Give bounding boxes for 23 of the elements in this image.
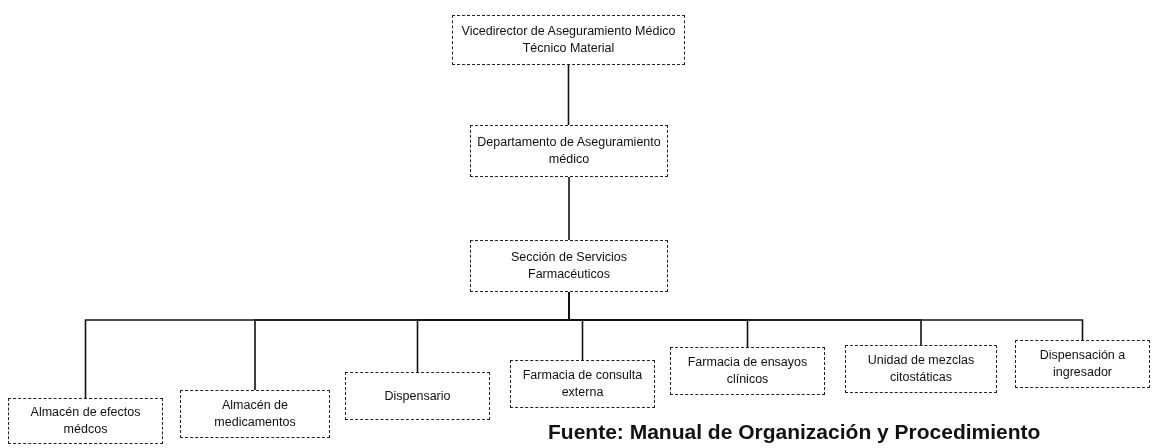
box-label: Sección de Servicios Farmacéuticos — [510, 249, 628, 283]
org-box — [670, 347, 825, 395]
box-label: Farmacia de ensayos clínicos — [686, 354, 809, 388]
box-label: Dispensario — [383, 387, 452, 405]
org-box — [470, 125, 668, 177]
box-label: Unidad de mezclas citostáticas — [866, 352, 976, 386]
box-label: Dispensación a ingresador — [1038, 347, 1127, 381]
box-label: Almacén de medicamentos — [213, 397, 297, 431]
org-box — [345, 372, 490, 420]
box-label: Vicedirector de Aseguramiento Médico Técnico Material — [460, 23, 677, 57]
org-box — [180, 390, 330, 438]
org-box — [452, 15, 685, 65]
org-box — [510, 360, 655, 408]
box-label: Almacén de efectos médcos — [29, 404, 142, 438]
org-box — [8, 398, 163, 444]
connector-line — [567, 64, 570, 126]
org-box — [470, 240, 668, 292]
connector-line — [568, 176, 570, 241]
org-box — [1015, 340, 1150, 388]
source-caption: Fuente: Manual de Organización y Procedimiento — [548, 420, 1041, 444]
org-box — [845, 345, 997, 393]
box-label: Farmacia de consulta externa — [521, 367, 644, 401]
box-label: Departamento de Aseguramiento médico — [476, 134, 662, 168]
